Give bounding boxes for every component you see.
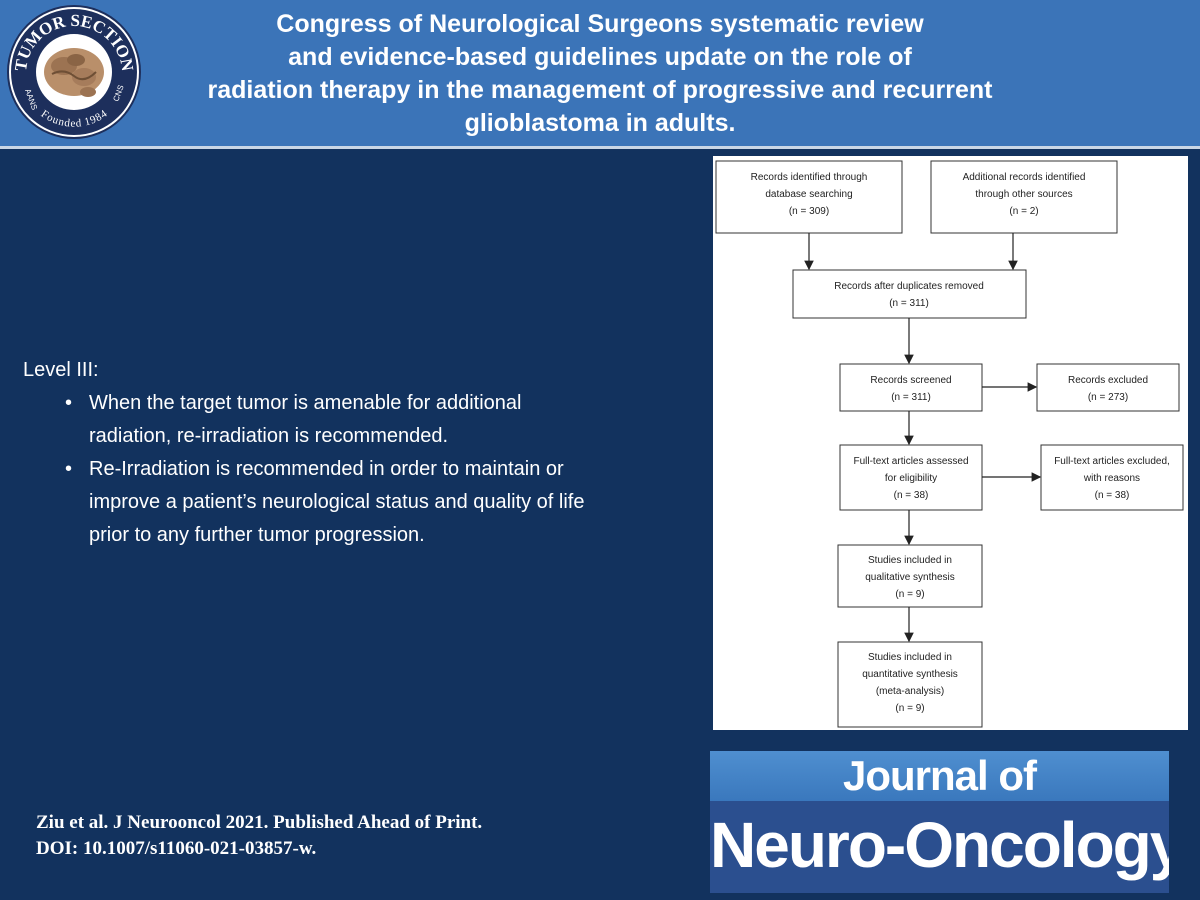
text-excluded: Records excluded(n = 273) — [1068, 375, 1148, 403]
tumor-section-logo: TUMOR SECTION Founded 1984 AANS CNS — [7, 5, 141, 139]
journal-logo: Journal of Neuro-Oncology — [710, 751, 1169, 893]
journal-logo-band — [710, 751, 1169, 801]
bullet-line: Re-Irradiation is recommended in order t… — [89, 458, 564, 480]
citation-line: Ziu et al. J Neurooncol 2021. Published … — [36, 812, 483, 833]
brain-icon — [44, 48, 104, 97]
box-fulltext — [839, 444, 983, 511]
level-heading: Level III: — [23, 359, 99, 381]
page-title: Congress of Neurological Surgeons system… — [150, 8, 1050, 140]
text-fulltext-excluded: Full-text articles excluded,with reasons… — [1054, 456, 1170, 501]
title-line: radiation therapy in the management of p… — [207, 76, 993, 104]
box-after-duplicates — [792, 269, 1027, 319]
box-qualitative — [837, 544, 983, 608]
header-banner: TUMOR SECTION Founded 1984 AANS CNS Cong… — [0, 0, 1200, 149]
box-screened — [839, 363, 983, 412]
title-line: glioblastoma in adults. — [464, 109, 736, 137]
bullet-line: prior to any further tumor progression. — [89, 524, 425, 546]
journal-title-main: Neuro-Oncology — [710, 809, 1169, 881]
bullet-item: • When the target tumor is amenable for … — [23, 387, 693, 453]
bullet-list: • When the target tumor is amenable for … — [23, 387, 693, 552]
box-additional — [930, 160, 1118, 234]
box-excluded — [1036, 363, 1180, 412]
recommendations: Level III: • When the target tumor is am… — [23, 354, 693, 552]
bullet-line: When the target tumor is amenable for ad… — [89, 392, 522, 414]
citation: Ziu et al. J Neurooncol 2021. Published … — [36, 810, 482, 862]
journal-title-top: Journal of — [842, 752, 1037, 799]
bullet-item: • Re-Irradiation is recommended in order… — [23, 453, 693, 552]
box-quantitative — [837, 641, 983, 728]
bullet-line: improve a patient’s neurological status … — [89, 491, 585, 513]
title-line: Congress of Neurological Surgeons system… — [276, 10, 924, 38]
bullet-icon: • — [65, 392, 73, 414]
bullet-line: radiation, re-irradiation is recommended… — [89, 425, 449, 447]
title-line: and evidence-based guidelines update on … — [288, 43, 912, 71]
citation-line: DOI: 10.1007/s11060-021-03857-w. — [36, 838, 317, 859]
bullet-icon: • — [65, 458, 73, 480]
text-screened: Records screened(n = 311) — [870, 375, 951, 403]
box-fulltext-excluded — [1040, 444, 1184, 511]
text-after-duplicates: Records after duplicates removed(n = 311… — [834, 281, 984, 309]
